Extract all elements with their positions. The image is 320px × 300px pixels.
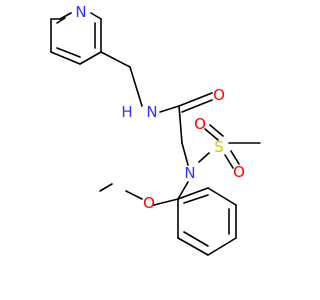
- bond: [56, 17, 66, 24]
- atom-label-o-methoxy: O: [143, 194, 155, 212]
- bond: [230, 150, 240, 165]
- bond: [181, 142, 189, 166]
- bond: [129, 66, 143, 107]
- atom-label-n-amide: N: [146, 103, 157, 121]
- bond: [100, 51, 131, 68]
- atom-label-o-sulfonyl-bottom: O: [233, 163, 245, 181]
- bond: [177, 187, 209, 200]
- atom-labels: N N H O N S O O O: [75, 3, 245, 212]
- atom-label-n-sulfonamide: N: [184, 164, 195, 182]
- atom-label-s-sulfonyl: S: [214, 138, 224, 156]
- bond: [177, 237, 209, 256]
- bond: [178, 105, 183, 144]
- atom-label-n-pyridine: N: [75, 3, 86, 21]
- bond: [207, 237, 237, 256]
- bond: [159, 105, 180, 113]
- bond: [99, 183, 113, 192]
- bond: [90, 12, 102, 20]
- atom-label-h-amide: H: [121, 103, 132, 121]
- pyridine-ring: [50, 12, 102, 65]
- methoxyphenyl-ring: [99, 181, 237, 256]
- bond: [181, 99, 213, 113]
- atom-label-o-carbonyl: O: [213, 86, 225, 104]
- bond: [79, 51, 102, 65]
- bond: [125, 190, 143, 200]
- molecule-diagram: N N H O N S O O O: [50, 3, 261, 256]
- sulfonyl-group: [198, 124, 261, 169]
- bond: [59, 12, 72, 20]
- linker-bonds: [100, 51, 213, 166]
- structure-svg: N N H O N S O O O: [50, 3, 261, 256]
- bond: [177, 181, 189, 200]
- bond: [204, 128, 219, 141]
- bond: [209, 124, 224, 137]
- atom-label-o-sulfonyl-top: O: [194, 115, 206, 133]
- bond: [207, 187, 237, 206]
- bond: [198, 152, 210, 163]
- bond: [50, 51, 81, 65]
- bond: [153, 198, 179, 206]
- bond: [178, 92, 213, 107]
- bond: [56, 47, 81, 58]
- bond: [224, 154, 234, 169]
- bond: [183, 194, 209, 204]
- bond: [183, 231, 209, 247]
